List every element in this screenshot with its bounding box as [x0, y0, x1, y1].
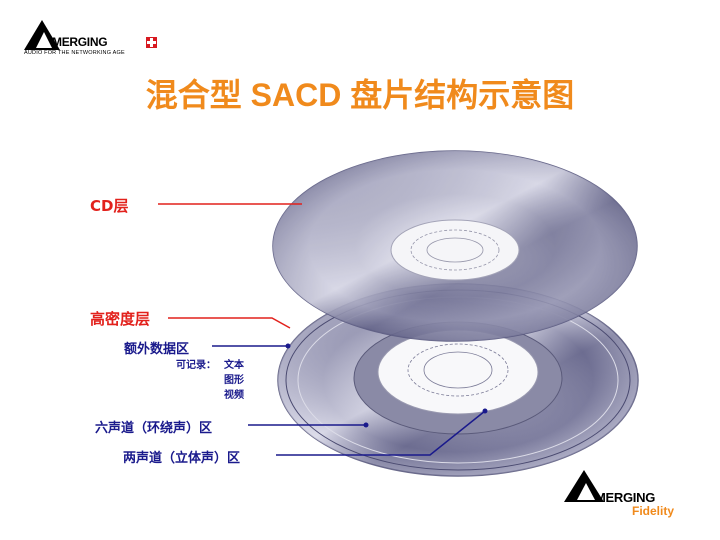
recordable-item-video: 视频	[224, 390, 244, 401]
extra-data-label: 额外数据区	[124, 342, 190, 357]
six-channel-label: 六声道（环绕声）区	[95, 421, 213, 436]
cd-layer-disc	[272, 150, 638, 342]
hd-layer-pointer	[168, 317, 291, 329]
recordable-label: 可记录：	[176, 360, 216, 371]
swiss-cross-icon	[146, 37, 157, 48]
logo-brand-text: MERGING	[52, 35, 108, 49]
footer-sub-text: Fidelity	[632, 504, 675, 518]
hd-layer-disc	[277, 283, 639, 477]
cd-layer-label: CD层	[90, 197, 129, 215]
six-channel-dot	[363, 422, 369, 428]
two-channel-dot	[482, 408, 488, 414]
two-channel-pointer	[276, 410, 486, 456]
footer-brand-text: MERGING	[595, 490, 656, 505]
recordable-item-text: 文本	[224, 360, 244, 371]
merging-fidelity-logo: MERGING Fidelity	[562, 468, 702, 520]
logo-tagline: AUDIO FOR THE NETWORKING AGE	[24, 50, 125, 56]
page-title: 混合型 SACD 盘片结构示意图	[145, 77, 575, 113]
triangle-logo-icon	[24, 20, 60, 50]
merging-logo: MERGING AUDIO FOR THE NETWORKING AGE	[22, 18, 172, 60]
hd-layer-label: 高密度层	[90, 310, 151, 328]
recordable-item-graphics: 图形	[224, 375, 244, 386]
two-channel-label: 两声道（立体声）区	[123, 451, 241, 466]
extra-data-dot	[285, 343, 291, 349]
triangle-logo-icon	[564, 470, 604, 502]
